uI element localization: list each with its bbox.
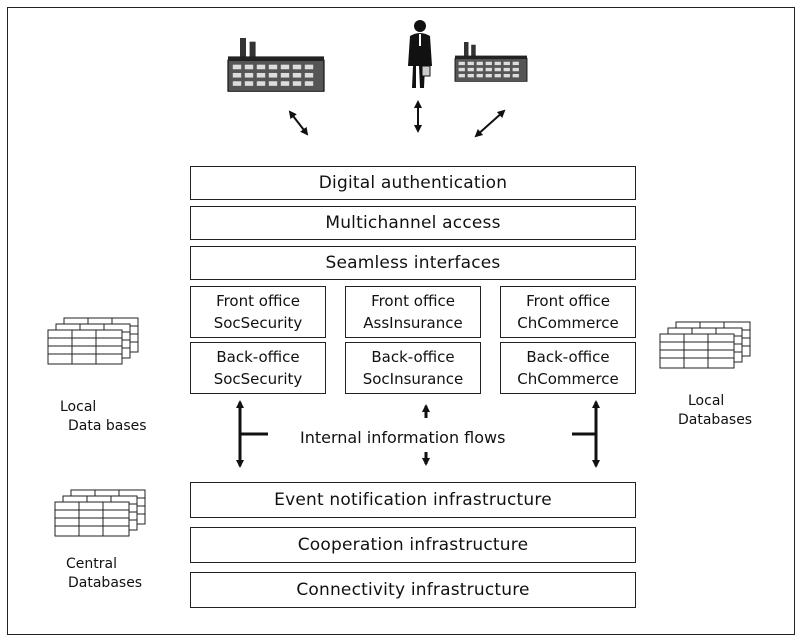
layer-seamless-interfaces: Seamless interfaces <box>190 246 636 280</box>
internal-flows-label: Internal information flows <box>300 428 506 447</box>
back-office-label: Back-office <box>526 348 610 366</box>
database-icon <box>54 489 146 537</box>
layer-connectivity: Connectivity infrastructure <box>190 572 636 608</box>
right-local-db-caption: Local Databases <box>678 392 752 430</box>
layer-event-notification: Event notification infrastructure <box>190 482 636 518</box>
front-office-label: Front office <box>216 292 300 310</box>
front-office-domain: ChCommerce <box>517 314 619 332</box>
front-office-label: Front office <box>371 292 455 310</box>
front-office-assinsurance: Front office AssInsurance <box>345 286 481 338</box>
database-icon <box>47 317 139 365</box>
front-office-chcommerce: Front office ChCommerce <box>500 286 636 338</box>
caption-line: Data bases <box>68 418 147 434</box>
caption-line: Databases <box>68 575 143 591</box>
back-office-label: Back-office <box>371 348 455 366</box>
database-icon <box>659 321 751 369</box>
back-office-domain: ChCommerce <box>517 370 619 388</box>
factory-icon <box>454 41 528 82</box>
back-office-socsecurity: Back-office SocSecurity <box>190 342 326 394</box>
back-office-domain: SocInsurance <box>362 370 464 388</box>
caption-line: Databases <box>678 412 753 428</box>
front-office-domain: AssInsurance <box>363 314 463 332</box>
diagram-frame <box>7 7 795 635</box>
double-arrow-icon <box>474 109 506 138</box>
back-office-domain: SocSecurity <box>213 370 303 388</box>
back-office-label: Back-office <box>216 348 300 366</box>
central-db-caption: Central Databases <box>60 555 142 593</box>
left-local-db-caption: Local Data bases <box>60 398 147 436</box>
front-office-label: Front office <box>526 292 610 310</box>
front-office-socsecurity: Front office SocSecurity <box>190 286 326 338</box>
businessman-icon <box>408 20 432 88</box>
layer-digital-authentication: Digital authentication <box>190 166 636 200</box>
back-office-socinsurance: Back-office SocInsurance <box>345 342 481 394</box>
back-office-chcommerce: Back-office ChCommerce <box>500 342 636 394</box>
layer-cooperation: Cooperation infrastructure <box>190 527 636 563</box>
layer-multichannel-access: Multichannel access <box>190 206 636 240</box>
double-arrow-icon <box>288 110 309 136</box>
front-office-domain: SocSecurity <box>213 314 303 332</box>
caption-line: Local <box>60 399 97 415</box>
factory-icon <box>227 37 325 92</box>
caption-line: Central <box>66 556 117 572</box>
caption-line: Local <box>688 393 725 409</box>
